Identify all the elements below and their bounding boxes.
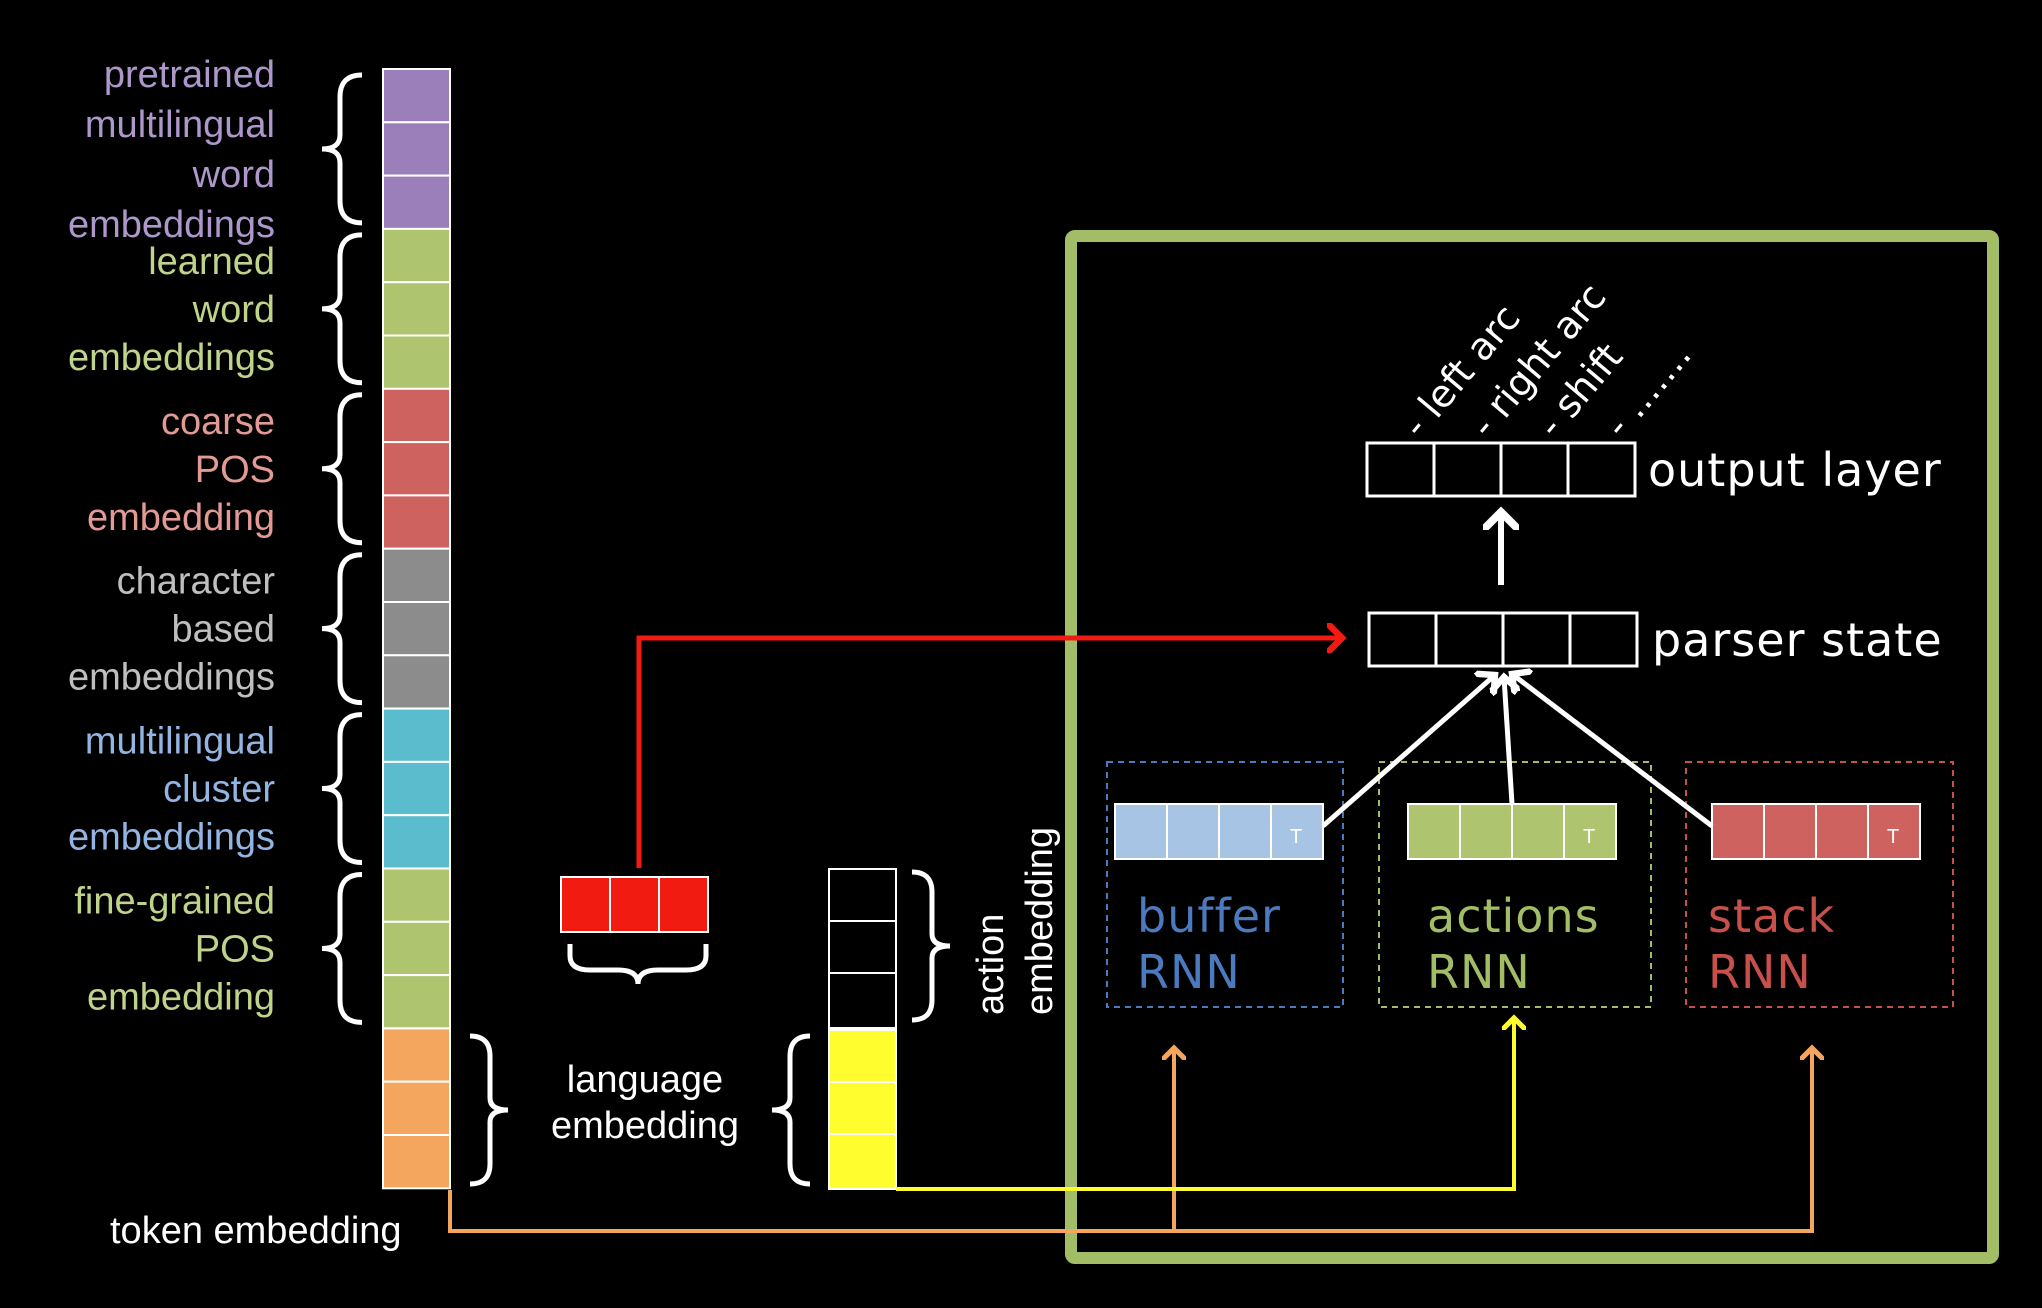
- language-embedding-label-2: embedding: [551, 1105, 739, 1147]
- actions-rnn-box: [1378, 761, 1652, 1008]
- embedding-group-label: multilingual: [85, 104, 275, 146]
- token-embedding-cell: [382, 1080, 451, 1136]
- language-embedding-vector: [560, 876, 709, 933]
- embedding-group-label: based: [171, 609, 275, 651]
- action-embedding-label-2: embedding: [1019, 827, 1061, 1015]
- token-embedding-cell: [382, 1027, 451, 1083]
- actions-name: actions: [1427, 889, 1600, 943]
- token-embedding-cell: [382, 281, 451, 337]
- embedding-group-label: embedding: [87, 497, 275, 539]
- output-layer-label: output layer: [1648, 443, 1942, 497]
- stack-to-state-arrow: [1512, 674, 1714, 828]
- embedding-group-label: embeddings: [68, 204, 275, 246]
- token-embedding-cell: [382, 654, 451, 710]
- buffer-name: buffer: [1137, 889, 1281, 943]
- token-embedding-cell: [382, 68, 451, 124]
- stack-rnn-box: [1685, 761, 1954, 1008]
- actions-t-mark: T: [1583, 826, 1595, 848]
- group-brace: [321, 392, 363, 546]
- token-embedding-cell: [382, 547, 451, 604]
- token-embedding-cell: [382, 974, 451, 1030]
- embedding-group-label: POS: [195, 449, 275, 491]
- embedding-group-label: learned: [148, 241, 275, 283]
- token-embedding-label: token embedding: [110, 1210, 402, 1252]
- embedding-group-label: coarse: [161, 401, 275, 443]
- group-brace: [321, 712, 363, 865]
- stack-t-mark: T: [1887, 826, 1899, 848]
- token-embedding-cell: [382, 441, 451, 497]
- embedding-group-label: word: [192, 154, 275, 196]
- group-brace: [321, 72, 363, 226]
- output-layer: [1365, 441, 1637, 498]
- buffer-rnn-label: RNN: [1137, 945, 1241, 999]
- token-embedding-cell: [382, 601, 451, 657]
- token-embedding-cell: [382, 760, 451, 817]
- token-embedding-cell: [382, 814, 451, 870]
- parser-state-label: parser state: [1652, 613, 1943, 667]
- token-embedding-cell: [382, 494, 451, 550]
- actions-rnn-vector: [1407, 803, 1617, 860]
- embedding-group-label: cluster: [163, 769, 275, 811]
- group-brace: [321, 872, 363, 1025]
- token-embedding-cell: [382, 707, 451, 763]
- token-embedding-column: [382, 68, 451, 1190]
- buffer-rnn-box: [1106, 761, 1344, 1008]
- action-embedding-label-1: action: [970, 914, 1012, 1015]
- embedding-group-label: character: [117, 561, 276, 603]
- token-embedding-cell: [382, 174, 451, 230]
- embedding-group-labels: pretrainedmultilingualwordembeddingslear…: [68, 54, 363, 1025]
- stack-rnn-vector: [1711, 803, 1921, 860]
- actions-rnn-label: RNN: [1427, 945, 1531, 999]
- embedding-group-label: embeddings: [68, 817, 275, 859]
- token-embedding-cell: [382, 1134, 451, 1190]
- language-brace-right: [469, 1033, 509, 1187]
- language-to-state-arrow: [636, 638, 1342, 868]
- token-embedding-cell: [382, 227, 451, 284]
- actions-to-state-arrow: [1504, 677, 1512, 805]
- language-embedding-label-1: language: [567, 1059, 723, 1101]
- parser-frame: [1065, 230, 1999, 1264]
- buffer-to-state-arrow: [1321, 675, 1495, 828]
- embedding-group-label: fine-grained: [74, 880, 275, 922]
- embedding-group-label: embeddings: [68, 657, 275, 699]
- token-embedding-cell: [382, 121, 451, 177]
- stack-name: stack: [1708, 889, 1835, 943]
- action-brace: [911, 869, 951, 1023]
- embedding-group-label: embedding: [87, 976, 275, 1018]
- token-embedding-cell: [382, 334, 451, 390]
- action-to-actions-rnn-arrow: [896, 1018, 1514, 1191]
- buffer-t-mark: T: [1290, 826, 1302, 848]
- embedding-group-label: embeddings: [68, 337, 275, 379]
- token-embedding-cell: [382, 920, 451, 977]
- group-brace: [321, 552, 363, 706]
- embedding-group-label: POS: [195, 928, 275, 970]
- token-embedding-cell: [382, 387, 451, 444]
- stack-rnn-label: RNN: [1708, 945, 1812, 999]
- embedding-group-label: pretrained: [104, 54, 275, 96]
- group-brace: [321, 232, 363, 386]
- action-language-column: [828, 868, 897, 1190]
- token-to-stack-arrow: [448, 1048, 1812, 1233]
- language-brace-left: [771, 1033, 811, 1187]
- rnn-modules: T buffer RNN T actions RNN T stack RNN: [1106, 761, 1954, 1008]
- vector-underbrace: [567, 944, 709, 985]
- token-embedding-cell: [382, 867, 451, 923]
- parser-state: [1367, 611, 1639, 668]
- embedding-group-label: word: [192, 289, 275, 331]
- embedding-group-label: multilingual: [85, 721, 275, 763]
- buffer-rnn-vector: [1114, 803, 1324, 860]
